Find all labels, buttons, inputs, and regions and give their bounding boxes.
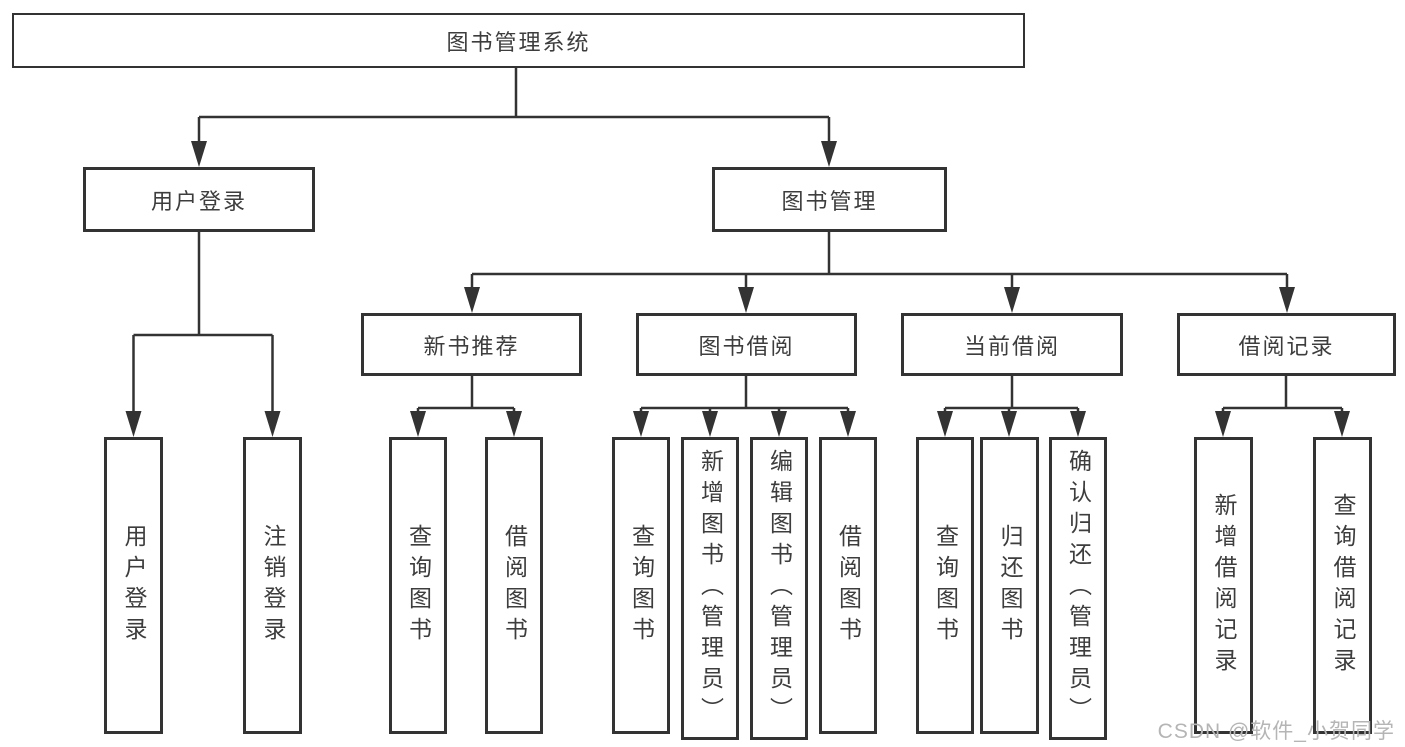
connector-user-login — [132, 232, 274, 417]
leaf-add-borrow-record-label: 新增借阅记录 — [1211, 492, 1237, 679]
connector-book-borrow — [639, 376, 850, 417]
leaf-user-login-label: 用户登录 — [121, 523, 147, 648]
node-book-mgmt-label: 图书管理 — [781, 188, 878, 214]
connector-root — [197, 68, 831, 147]
leaf-query-book-2-label: 查询图书 — [628, 523, 655, 648]
leaf-query-borrow-record: 查询借阅记录 — [1313, 437, 1372, 734]
connector-book-mgmt — [470, 232, 1289, 293]
leaf-query-borrow-record-label: 查询借阅记录 — [1330, 492, 1356, 679]
node-borrow-record: 借阅记录 — [1177, 313, 1396, 376]
watermark: CSDN @软件_小贺同学 — [1157, 720, 1395, 743]
leaf-user-login: 用户登录 — [104, 437, 163, 734]
node-book-borrow: 图书借阅 — [636, 313, 857, 376]
arrowheads-book-borrow — [633, 411, 856, 437]
arrowheads-new-book — [410, 411, 522, 437]
leaf-borrow-book-2: 借阅图书 — [819, 437, 877, 734]
node-root-label: 图书管理系统 — [446, 29, 591, 55]
node-root: 图书管理系统 — [12, 13, 1025, 68]
leaf-borrow-book-2-label: 借阅图书 — [835, 523, 862, 648]
node-current-borrow-label: 当前借阅 — [963, 333, 1060, 359]
leaf-return-book-label: 归还图书 — [997, 523, 1023, 648]
arrowheads-borrow-record — [1215, 411, 1350, 437]
node-user-login-label: 用户登录 — [150, 188, 247, 214]
arrowheads-book-mgmt — [464, 287, 1295, 313]
arrowheads-user-login — [125, 411, 281, 437]
leaf-edit-book-admin: 编辑图书（管理员） — [750, 437, 808, 740]
leaf-query-book-2: 查询图书 — [612, 437, 670, 734]
leaf-logout-label: 注销登录 — [260, 523, 286, 648]
leaf-query-book-3: 查询图书 — [916, 437, 974, 734]
arrowheads-root — [191, 141, 837, 167]
node-book-borrow-label: 图书借阅 — [698, 333, 795, 359]
arrowheads-current-borrow — [937, 411, 1086, 437]
leaf-confirm-return-admin: 确认归还（管理员） — [1049, 437, 1107, 740]
node-book-mgmt: 图书管理 — [712, 167, 947, 232]
leaf-add-borrow-record: 新增借阅记录 — [1194, 437, 1253, 734]
leaf-borrow-book-1: 借阅图书 — [485, 437, 543, 734]
connector-current-borrow — [943, 376, 1080, 417]
node-current-borrow: 当前借阅 — [901, 313, 1123, 376]
leaf-edit-book-admin-label: 编辑图书（管理员） — [766, 449, 793, 728]
connector-new-book — [416, 376, 516, 417]
node-user-login: 用户登录 — [83, 167, 315, 232]
leaf-query-book-1-label: 查询图书 — [405, 523, 432, 648]
leaf-query-book-1: 查询图书 — [389, 437, 447, 734]
connector-borrow-record — [1221, 376, 1344, 417]
leaf-return-book: 归还图书 — [980, 437, 1039, 734]
node-new-book-recommend: 新书推荐 — [361, 313, 582, 376]
leaf-logout: 注销登录 — [243, 437, 302, 734]
node-new-book-recommend-label: 新书推荐 — [423, 333, 520, 359]
leaf-confirm-return-admin-label: 确认归还（管理员） — [1065, 449, 1092, 728]
leaf-add-book-admin-label: 新增图书（管理员） — [697, 449, 724, 728]
leaf-add-book-admin: 新增图书（管理员） — [681, 437, 739, 740]
leaf-query-book-3-label: 查询图书 — [932, 523, 959, 648]
node-borrow-record-label: 借阅记录 — [1238, 333, 1335, 359]
leaf-borrow-book-1-label: 借阅图书 — [501, 523, 528, 648]
